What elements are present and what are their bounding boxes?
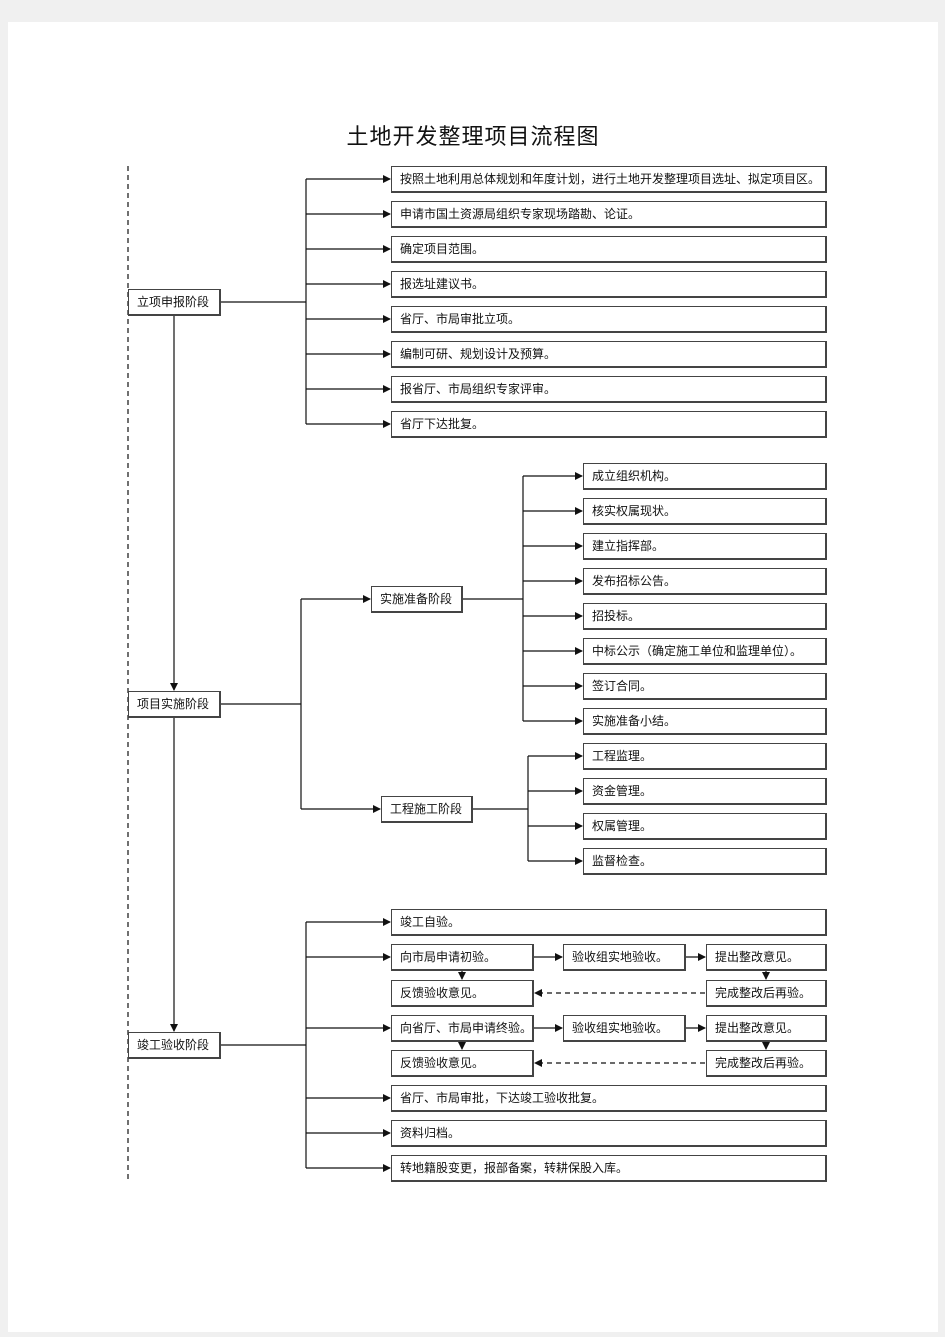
approval-step: 报选址建议书。 bbox=[391, 271, 827, 298]
construction-step: 权属管理。 bbox=[583, 813, 827, 840]
construction-step: 资金管理。 bbox=[583, 778, 827, 805]
approval-step: 报省厅、市局组织专家评审。 bbox=[391, 376, 827, 403]
acceptance-r2-feedback: 反馈验收意见。 bbox=[391, 1050, 534, 1077]
acceptance-r1-inspect: 验收组实地验收。 bbox=[563, 944, 686, 971]
preparation-step: 中标公示（确定施工单位和监理单位）。 bbox=[583, 638, 827, 665]
construction-step: 工程监理。 bbox=[583, 743, 827, 770]
stage-approval-box: 立项申报阶段 bbox=[128, 289, 221, 316]
preparation-step: 招投标。 bbox=[583, 603, 827, 630]
stage-construction-box: 工程施工阶段 bbox=[381, 796, 473, 823]
acceptance-self-check: 竣工自验。 bbox=[391, 909, 827, 936]
acceptance-r1-redo: 完成整改后再验。 bbox=[706, 980, 827, 1007]
preparation-step: 核实权属现状。 bbox=[583, 498, 827, 525]
acceptance-approve: 省厅、市局审批，下达竣工验收批复。 bbox=[391, 1085, 827, 1112]
stage-preparation-box: 实施准备阶段 bbox=[371, 586, 463, 613]
approval-step: 省厅、市局审批立项。 bbox=[391, 306, 827, 333]
approval-step: 按照土地利用总体规划和年度计划，进行土地开发整理项目选址、拟定项目区。 bbox=[391, 166, 827, 193]
preparation-step: 建立指挥部。 bbox=[583, 533, 827, 560]
acceptance-r2-inspect: 验收组实地验收。 bbox=[563, 1015, 686, 1042]
stage-acceptance-box: 竣工验收阶段 bbox=[128, 1032, 221, 1059]
acceptance-r1-apply: 向市局申请初验。 bbox=[391, 944, 534, 971]
construction-step: 监督检查。 bbox=[583, 848, 827, 875]
preparation-step: 发布招标公告。 bbox=[583, 568, 827, 595]
page-title: 土地开发整理项目流程图 bbox=[346, 125, 600, 150]
stage-implementation-box: 项目实施阶段 bbox=[128, 691, 221, 718]
approval-step: 申请市国土资源局组织专家现场踏勘、论证。 bbox=[391, 201, 827, 228]
approval-step: 编制可研、规划设计及预算。 bbox=[391, 341, 827, 368]
approval-step: 确定项目范围。 bbox=[391, 236, 827, 263]
acceptance-transfer: 转地籍股变更，报部备案，转耕保股入库。 bbox=[391, 1155, 827, 1182]
preparation-step: 成立组织机构。 bbox=[583, 463, 827, 490]
acceptance-r1-suggest: 提出整改意见。 bbox=[706, 944, 827, 971]
document-page: 土地开发整理项目流程图 立项申报阶段 项目实施阶段 实施准备阶段 工程施工阶段 … bbox=[8, 22, 938, 1332]
preparation-step: 实施准备小结。 bbox=[583, 708, 827, 735]
acceptance-r2-apply: 向省厅、市局申请终验。 bbox=[391, 1015, 534, 1042]
acceptance-r1-feedback: 反馈验收意见。 bbox=[391, 980, 534, 1007]
acceptance-r2-redo: 完成整改后再验。 bbox=[706, 1050, 827, 1077]
acceptance-archive: 资料归档。 bbox=[391, 1120, 827, 1147]
preparation-step: 签订合同。 bbox=[583, 673, 827, 700]
acceptance-r2-suggest: 提出整改意见。 bbox=[706, 1015, 827, 1042]
approval-step: 省厅下达批复。 bbox=[391, 411, 827, 438]
connector-lines bbox=[127, 166, 770, 1182]
